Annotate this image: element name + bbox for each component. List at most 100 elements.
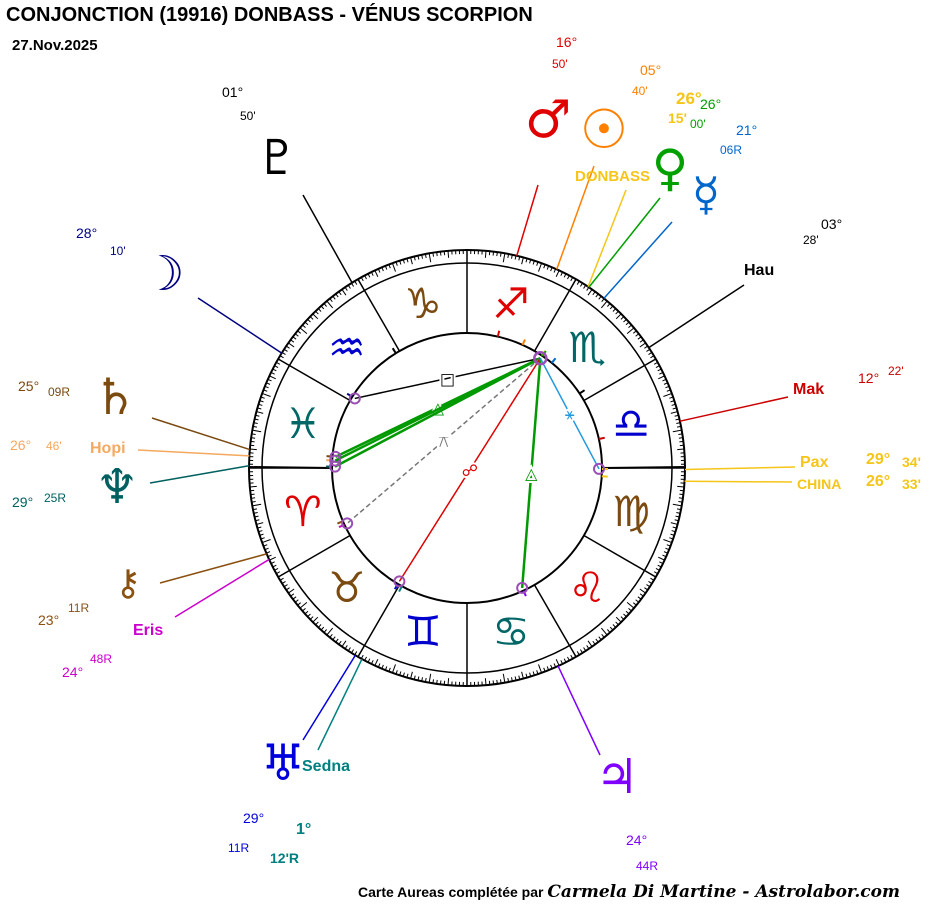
degree-tick: [601, 298, 605, 303]
degree-tick: [338, 640, 342, 645]
sign-cancer-icon: ♋: [492, 607, 530, 656]
degree-tick: [521, 671, 524, 679]
hopi-label: Hopi: [90, 440, 126, 457]
degree-tick: [579, 649, 583, 654]
sedna-inner-marker: [398, 585, 403, 593]
degree-tick: [332, 295, 336, 300]
degree-tick: [317, 624, 322, 628]
saturn-leader-line: [151, 417, 251, 451]
degree-tick: [402, 259, 405, 264]
aspect-opposition-line: [398, 357, 541, 582]
degree-tick: [543, 667, 546, 672]
degree-tick: [436, 679, 438, 684]
degree-tick: [428, 673, 432, 683]
aspect-quincunx-line: [346, 357, 541, 524]
degree-tick: [659, 371, 664, 375]
degree-tick: [391, 262, 396, 272]
degree-tick: [428, 253, 432, 263]
degree-tick: [646, 348, 651, 352]
pluto-leader-line: [302, 194, 353, 284]
degree-tick: [377, 268, 381, 273]
chiron-degree: 23°: [38, 612, 60, 628]
aspect-endpoint-icon: [393, 575, 406, 588]
degree-tick: [677, 448, 685, 451]
degree-tick: [650, 577, 655, 581]
footer-prefix: Carte Aureas complétée par: [358, 884, 544, 900]
degree-tick: [658, 375, 665, 380]
hopi-degree: 26°: [10, 437, 32, 453]
degree-tick: [344, 286, 348, 291]
degree-tick: [662, 378, 667, 382]
sedna-label: Sedna: [302, 758, 351, 775]
degree-tick: [421, 254, 423, 259]
sun-inner-marker: [521, 339, 526, 346]
degree-tick: [251, 497, 256, 499]
degree-tick: [666, 544, 671, 547]
degree-tick: [607, 303, 611, 307]
uranus-glyph-icon: ♅: [260, 734, 306, 792]
degree-tick: [276, 571, 281, 575]
degree-tick: [612, 624, 617, 628]
sign-divider: [533, 278, 577, 352]
sign-aquarius-icon: ♒: [328, 323, 366, 372]
jupiter-minutes: 44R: [636, 859, 659, 873]
degree-tick: [514, 676, 517, 681]
venus-leader-line: [588, 197, 661, 288]
degree-tick: [620, 616, 625, 620]
degree-tick: [620, 316, 625, 320]
sign-gemini-icon: ♊: [404, 607, 442, 656]
degree-tick: [253, 422, 258, 424]
china-leader-line: [684, 480, 793, 483]
degree-tick: [546, 666, 550, 671]
degree-tick: [276, 361, 281, 365]
degree-tick: [251, 433, 256, 436]
degree-tick: [595, 293, 599, 298]
degree-tick: [252, 429, 262, 433]
degree-tick: [410, 257, 413, 265]
degree-tick: [555, 270, 560, 277]
degree-tick: [675, 418, 680, 421]
degree-tick: [666, 389, 671, 392]
neptune-minutes: 25R: [44, 491, 67, 505]
degree-tick: [370, 660, 374, 665]
degree-tick: [670, 533, 675, 536]
saturn-degree: 25°: [18, 378, 40, 394]
sign-divider: [357, 584, 401, 658]
eris-degree: 24°: [62, 664, 84, 680]
sedna-minutes: 12'R: [270, 850, 300, 866]
degree-tick: [671, 403, 676, 406]
hopi-minutes: 46': [46, 439, 62, 453]
degree-tick: [499, 679, 502, 684]
degree-tick: [546, 265, 550, 270]
degree-tick: [447, 250, 450, 258]
degree-tick: [399, 260, 402, 265]
sign-divider: [583, 534, 657, 578]
degree-tick: [525, 673, 528, 678]
degree-tick: [257, 526, 262, 529]
degree-tick: [672, 503, 682, 507]
degree-tick: [674, 519, 679, 522]
degree-tick: [507, 677, 510, 683]
degree-tick: [646, 584, 651, 588]
degree-tick: [354, 651, 358, 656]
degree-tick: [335, 638, 339, 643]
degree-tick: [304, 610, 309, 615]
degree-tick: [294, 599, 299, 603]
degree-tick: [567, 656, 570, 661]
mars-degree: 16°: [556, 34, 578, 50]
china-label: CHINA: [797, 476, 842, 492]
degree-tick: [586, 286, 590, 291]
degree-tick: [302, 608, 306, 612]
degree-tick: [563, 658, 567, 663]
degree-tick: [329, 298, 333, 303]
degree-tick: [496, 252, 498, 257]
degree-tick: [583, 647, 587, 652]
sign-divider: [357, 278, 401, 352]
degree-tick: [612, 308, 617, 312]
mars-glyph-icon: ♂: [524, 90, 572, 150]
degree-tick: [360, 654, 364, 659]
degree-tick: [563, 273, 567, 278]
degree-tick: [254, 515, 259, 518]
degree-tick: [260, 396, 265, 399]
degree-tick: [674, 414, 679, 417]
